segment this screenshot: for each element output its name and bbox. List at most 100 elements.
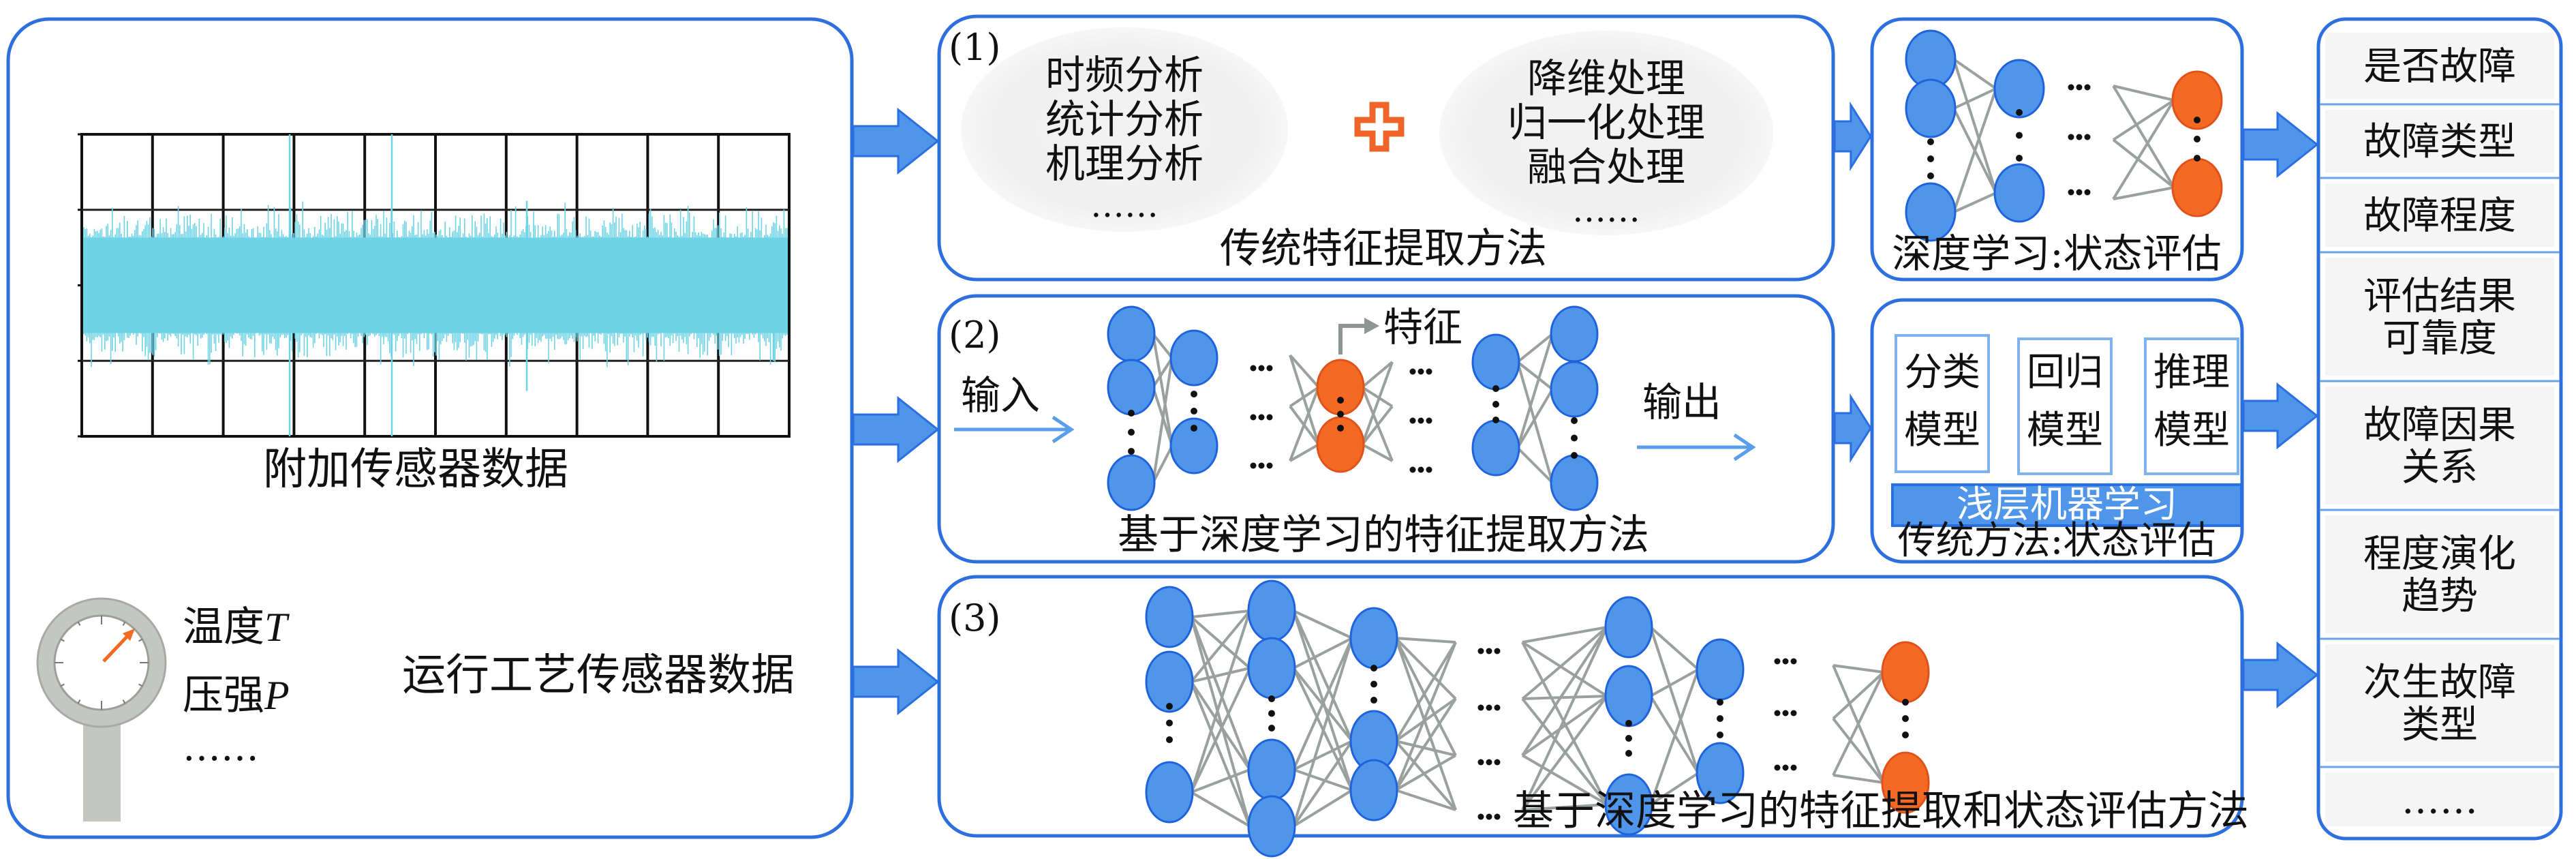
connection-line (2113, 186, 2175, 200)
horizontal-ellipsis (1250, 462, 1257, 469)
flow-arrows (852, 101, 2319, 716)
gauge-tick (138, 638, 143, 642)
vertical-ellipsis (1492, 401, 1499, 408)
connection-line (1521, 627, 1608, 811)
output-item-background (2325, 183, 2554, 247)
gauge-ticks (55, 616, 149, 710)
connection-line (1190, 616, 1251, 770)
horizontal-ellipsis (2084, 134, 2091, 140)
horizontal-ellipsis (1790, 658, 1797, 665)
connection-line (1394, 754, 1457, 792)
connection-line (1521, 626, 1608, 700)
connection-line (1522, 695, 1608, 700)
connection-line (1152, 333, 1174, 447)
pressure-label: 压强P (183, 672, 290, 719)
horizontal-ellipsis (1250, 365, 1257, 372)
neuron (1247, 738, 1296, 801)
connection-line (1521, 695, 1608, 757)
data-source-panel: 附加传感器数据 温度T 压强P …… 运行工艺传感器数据 (6, 17, 854, 839)
input-arrow-icon (954, 415, 1075, 444)
connection-line (1395, 740, 1456, 757)
neuron (1107, 359, 1156, 416)
vertical-ellipsis (1370, 680, 1377, 688)
neuron (1905, 182, 1957, 242)
gauge-needle-tip (123, 629, 135, 641)
connection-line (1293, 609, 1353, 639)
gauge-handle (83, 723, 121, 822)
connection-line (1394, 637, 1457, 811)
vertical-ellipsis (1191, 408, 1197, 415)
connection-line (1952, 58, 1997, 90)
vertical-ellipsis (1902, 715, 1909, 722)
vertical-ellipsis (1927, 172, 1934, 179)
flow-arrow (852, 107, 940, 175)
connection-line (2112, 99, 2175, 141)
horizontal-ellipsis (1477, 759, 1484, 766)
vertical-ellipsis (1128, 429, 1135, 436)
output-item-label: 类型 (2402, 703, 2478, 747)
horizontal-ellipsis (2068, 189, 2074, 196)
horizontal-ellipsis (1494, 704, 1501, 711)
horizontal-ellipsis (2068, 134, 2074, 140)
processing-more: …… (1572, 190, 1640, 230)
flow-arrow (1833, 101, 1872, 172)
horizontal-ellipsis (1494, 813, 1501, 820)
deep-network (1145, 579, 1930, 858)
neuron (1471, 333, 1520, 391)
connection-line (2113, 85, 2175, 102)
model-card: 推理 模型 (2144, 337, 2239, 475)
vertical-ellipsis (1337, 425, 1344, 432)
output-neuron (1881, 751, 1930, 814)
output-item-label: 是否故障 (2363, 45, 2516, 89)
connection-line (1190, 680, 1251, 771)
connection-line (1292, 637, 1353, 827)
vertical-ellipsis (1625, 735, 1632, 742)
vertical-ellipsis (1625, 720, 1632, 727)
gauge-tick (60, 683, 65, 687)
neuron (1550, 454, 1599, 511)
horizontal-ellipsis (1266, 365, 1273, 372)
connection-line (1292, 637, 1353, 770)
vertical-ellipsis (1571, 417, 1578, 424)
connection-line (1293, 637, 1353, 669)
analysis-item: 时频分析 (1045, 52, 1203, 98)
neuron (1107, 305, 1156, 363)
connection-line (1952, 88, 1997, 213)
horizontal-ellipsis (1266, 462, 1273, 469)
neuron (1550, 361, 1599, 418)
connection-line (1190, 616, 1251, 827)
vertical-ellipsis (1492, 385, 1499, 392)
output-label: 输出 (1642, 379, 1721, 425)
vertical-ellipsis (1337, 397, 1344, 404)
horizontal-ellipsis (1417, 417, 1424, 424)
horizontal-ellipsis (2084, 189, 2091, 196)
method2-index: (2) (949, 314, 1001, 357)
connection-line (1292, 610, 1353, 742)
connection-line (1953, 87, 1997, 110)
connection-line (1152, 333, 1174, 359)
vertical-ellipsis (1128, 448, 1135, 455)
connection-line (1362, 443, 1393, 462)
horizontal-ellipsis (1486, 648, 1492, 654)
output-item-background (2325, 644, 2554, 762)
neuron (1696, 638, 1745, 701)
output-item: 是否故障 (2325, 33, 2554, 99)
neuron (1696, 742, 1745, 804)
connection-line (1190, 681, 1251, 827)
neuron (1993, 59, 2045, 119)
connection-line (1832, 671, 1885, 720)
neuron (1107, 454, 1156, 511)
neuron (1905, 78, 1957, 138)
connection-line (1190, 667, 1251, 793)
vertical-ellipsis (1571, 452, 1578, 459)
temperature-label: 温度T (183, 603, 290, 651)
neuron (1145, 650, 1194, 713)
horizontal-ellipsis (1477, 813, 1484, 820)
vertical-ellipsis (1370, 697, 1377, 704)
vertical-ellipsis (1268, 710, 1275, 717)
horizontal-ellipsis (1774, 658, 1781, 665)
connection-line (1522, 626, 1608, 644)
vertical-ellipsis (2016, 155, 2023, 162)
neuron (1550, 305, 1599, 363)
